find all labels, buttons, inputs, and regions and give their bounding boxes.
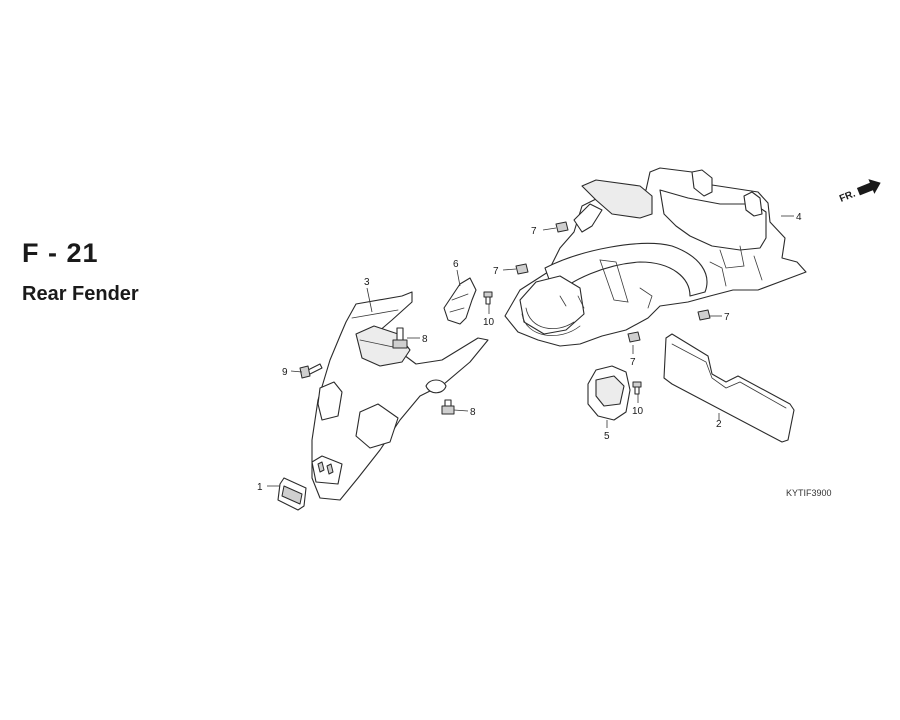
- bracket-part-6: [443, 277, 477, 325]
- clip-part-7-d: [627, 331, 641, 343]
- clip-part-7-c: [697, 309, 711, 321]
- callout-7-d: 7: [630, 357, 636, 368]
- callout-10-lower: 10: [632, 406, 644, 417]
- callout-6: 6: [453, 259, 459, 270]
- callout-7-c: 7: [724, 312, 730, 323]
- fr-label: FR.: [838, 188, 857, 204]
- callout-7-a: 7: [531, 226, 537, 237]
- section-code: F - 21: [22, 238, 99, 268]
- callout-3: 3: [364, 277, 370, 288]
- figure-code: KYTIF3900: [786, 488, 832, 498]
- front-direction-marker: FR.: [838, 179, 881, 205]
- bolt-part-9: [299, 363, 323, 379]
- bolt-part-10-upper: [483, 291, 493, 305]
- bolt-part-8-upper: [392, 327, 408, 349]
- callout-8-lower: 8: [470, 407, 476, 418]
- fr-arrow-icon: [856, 179, 881, 196]
- page-title: Rear Fender: [22, 283, 139, 305]
- callout-5: 5: [604, 431, 610, 442]
- callout-2: 2: [716, 419, 722, 430]
- callout-7-b: 7: [493, 266, 499, 277]
- license-bracket-part-2: [663, 333, 795, 443]
- splash-guard-part-5: [587, 365, 631, 421]
- reflector-part-1: [277, 477, 307, 511]
- callout-4: 4: [796, 212, 802, 223]
- rear-fender-part-3: [311, 291, 489, 501]
- inner-fender-part-4: [504, 167, 807, 347]
- callout-10-upper: 10: [483, 317, 495, 328]
- callout-9: 9: [282, 367, 288, 378]
- bolt-part-8-lower: [441, 399, 455, 415]
- callout-1: 1: [257, 482, 263, 493]
- clip-part-7-a: [555, 221, 569, 233]
- clip-part-7-b: [515, 263, 529, 275]
- bolt-part-10-lower: [632, 381, 642, 395]
- callout-8-upper: 8: [422, 334, 428, 345]
